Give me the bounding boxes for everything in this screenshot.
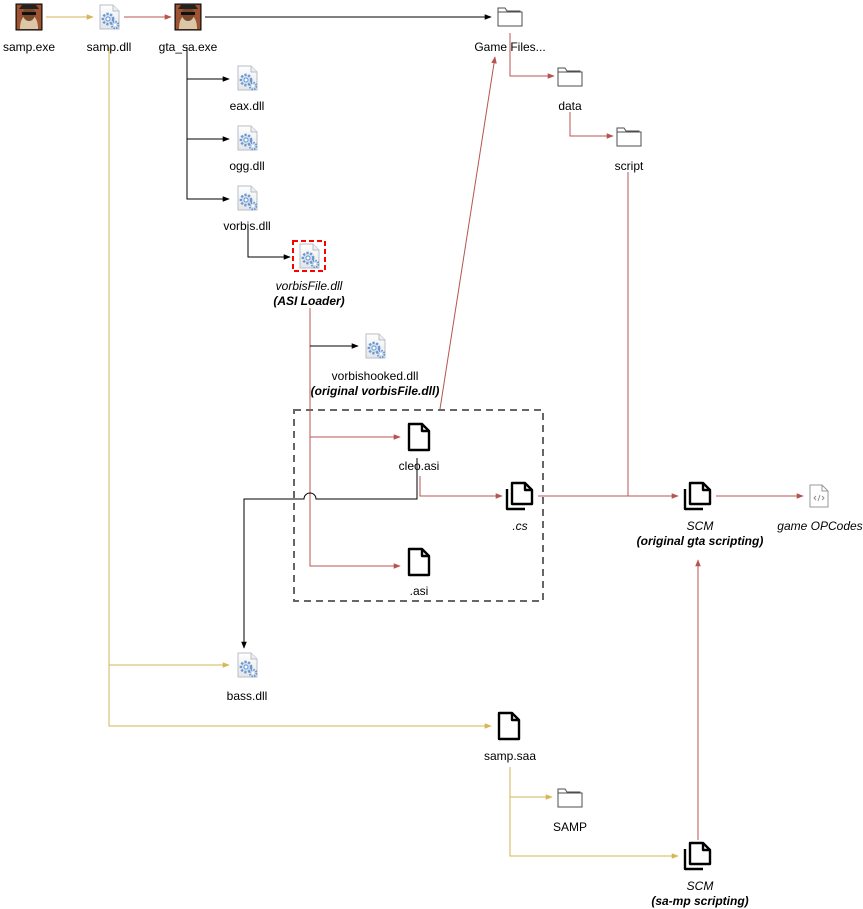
node-label: samp.exe [3, 40, 55, 54]
cleo-asi-file-icon [407, 422, 431, 452]
node-game-opcodes[interactable]: game OPCodes [777, 484, 863, 533]
node-scm-samp[interactable]: SCM (sa-mp scripting) [651, 841, 749, 908]
node-bass-dll[interactable]: bass.dll [227, 651, 268, 703]
edge-game-files-to-data [509, 33, 555, 79]
eax-dll-gear-document-icon [236, 64, 259, 92]
node-sublabel: (ASI Loader) [273, 294, 344, 308]
scm-samp-files-icon [683, 841, 712, 871]
node-game-files[interactable]: Game Files... [474, 7, 546, 54]
data-folder-icon [557, 67, 583, 87]
node-label: SAMP [553, 820, 587, 834]
vorbisfile-dll-gear-document-icon [298, 242, 321, 270]
node-label: vorbishooked.dll [332, 369, 419, 383]
node-label: samp.saa [484, 749, 536, 763]
game-files-folder-icon [497, 7, 523, 27]
node-label: eax.dll [230, 99, 265, 113]
samp-exe-avatar-icon [15, 3, 43, 31]
gta-sa-exe-avatar-icon [174, 3, 202, 31]
node-vorbis-dll[interactable]: vorbis.dll [223, 184, 271, 233]
samp-dll-gear-document-icon [98, 3, 121, 31]
edge-data-to-script [569, 112, 614, 139]
edge-cleo-asi-to-cs [419, 476, 503, 499]
edge-samp-dll-to-samp-saa [108, 665, 492, 729]
node-cleo-asi[interactable]: cleo.asi [399, 422, 440, 473]
edge-vorbis-dll-to-vorbisfile-dll [247, 230, 291, 260]
edge-cleo-asi-to-game-files [439, 56, 497, 410]
node-samp-folder[interactable]: SAMP [553, 788, 587, 834]
node-sublabel: (original vorbisFile.dll) [311, 384, 440, 398]
cleo-group-container [293, 409, 544, 602]
ogg-dll-gear-document-icon [236, 124, 259, 152]
asi-file-icon [407, 547, 431, 577]
node-label: vorbis.dll [223, 219, 270, 233]
edge-samp-saa-to-scm-samp [509, 797, 679, 859]
node-samp-dll[interactable]: samp.dll [87, 3, 132, 54]
node-label: script [615, 159, 644, 173]
node-label: ogg.dll [229, 159, 264, 173]
scm-gta-files-icon [683, 481, 712, 511]
node-samp-saa[interactable]: samp.saa [484, 711, 536, 763]
script-folder-icon [616, 127, 642, 147]
samp-saa-file-icon [497, 711, 521, 741]
node-label: game OPCodes [777, 519, 862, 533]
node-label: cleo.asi [399, 459, 440, 473]
node-label: .asi [410, 584, 429, 598]
edge-samp-saa-to-samp-folder [509, 767, 553, 800]
edge-vorbisfile-to-asi [309, 437, 401, 569]
node-samp-exe[interactable]: samp.exe [3, 3, 55, 54]
edge-gta-sa-exe-to-ogg-dll [186, 79, 230, 142]
node-cs[interactable]: .cs [505, 481, 534, 533]
node-data[interactable]: data [557, 67, 583, 113]
node-vorbishooked-dll[interactable]: vorbishooked.dll (original vorbisFile.dl… [311, 332, 440, 398]
node-vorbisfile-dll[interactable]: vorbisFile.dll (ASI Loader) [273, 240, 345, 308]
node-label: SCM [687, 519, 714, 533]
node-label: bass.dll [227, 689, 268, 703]
vorbis-dll-gear-document-icon [236, 184, 259, 212]
cs-files-icon [505, 481, 534, 511]
node-label: gta_sa.exe [159, 40, 218, 54]
node-label: samp.dll [87, 40, 132, 54]
node-eax-dll[interactable]: eax.dll [230, 64, 265, 113]
node-label: Game Files... [474, 40, 545, 54]
bass-dll-gear-document-icon [236, 651, 259, 679]
samp-folder-icon [557, 788, 583, 808]
node-scm-gta[interactable]: SCM (original gta scripting) [637, 481, 764, 548]
edge-gta-sa-exe-to-vorbis-dll [186, 139, 230, 202]
node-label: SCM [687, 879, 714, 893]
vorbishooked-dll-gear-document-icon [364, 332, 387, 360]
edge-cleo-asi-to-bass-dll [241, 458, 418, 649]
node-label: .cs [512, 519, 527, 533]
node-sublabel: (original gta scripting) [637, 534, 764, 548]
selection-highlight [292, 240, 326, 272]
node-sublabel: (sa-mp scripting) [651, 894, 748, 908]
edge-samp-dll-to-bass-dll [108, 47, 230, 668]
node-label: data [558, 99, 582, 113]
game-opcodes-code-file-icon [809, 484, 829, 508]
node-gta-sa-exe[interactable]: gta_sa.exe [159, 3, 218, 54]
node-label: vorbisFile.dll [276, 279, 343, 293]
node-ogg-dll[interactable]: ogg.dll [229, 124, 265, 173]
node-asi[interactable]: .asi [407, 547, 431, 598]
node-script[interactable]: script [615, 127, 644, 173]
